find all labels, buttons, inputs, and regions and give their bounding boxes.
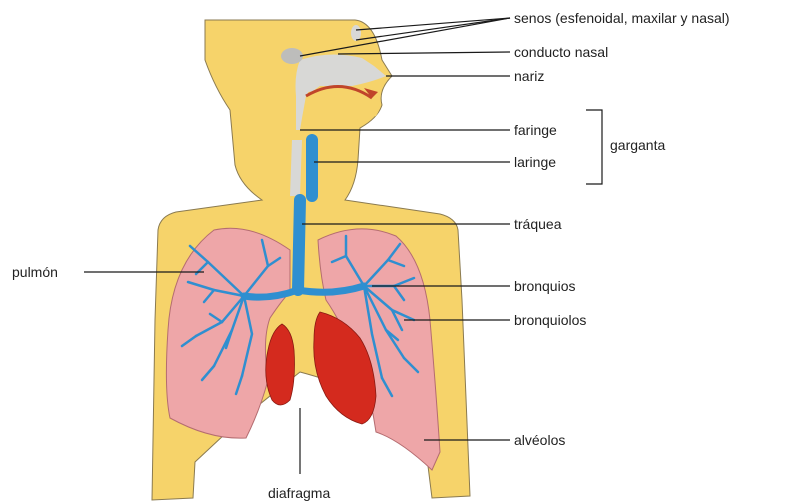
label-bronquiolos: bronquiolos — [514, 312, 586, 328]
label-garganta: garganta — [610, 137, 665, 153]
label-diafragma: diafragma — [268, 485, 330, 501]
esophagus — [290, 140, 302, 196]
label-pulmon: pulmón — [12, 264, 58, 280]
label-alveolos: alvéolos — [514, 432, 565, 448]
frontal-sinus — [351, 25, 361, 41]
label-traquea: tráquea — [514, 216, 562, 232]
label-senos: senos (esfenoidal, maxilar y nasal) — [514, 10, 730, 26]
label-faringe: faringe — [514, 122, 557, 138]
trachea-tube — [298, 200, 300, 290]
label-laringe: laringe — [514, 154, 556, 170]
garganta-bracket — [586, 110, 602, 184]
senos-leader-2 — [356, 18, 510, 40]
label-nariz: nariz — [514, 68, 544, 84]
label-conducto-nasal: conducto nasal — [514, 44, 608, 60]
sphenoid-sinus — [281, 48, 303, 64]
senos-leader-1 — [356, 18, 510, 30]
label-bronquios: bronquios — [514, 278, 576, 294]
